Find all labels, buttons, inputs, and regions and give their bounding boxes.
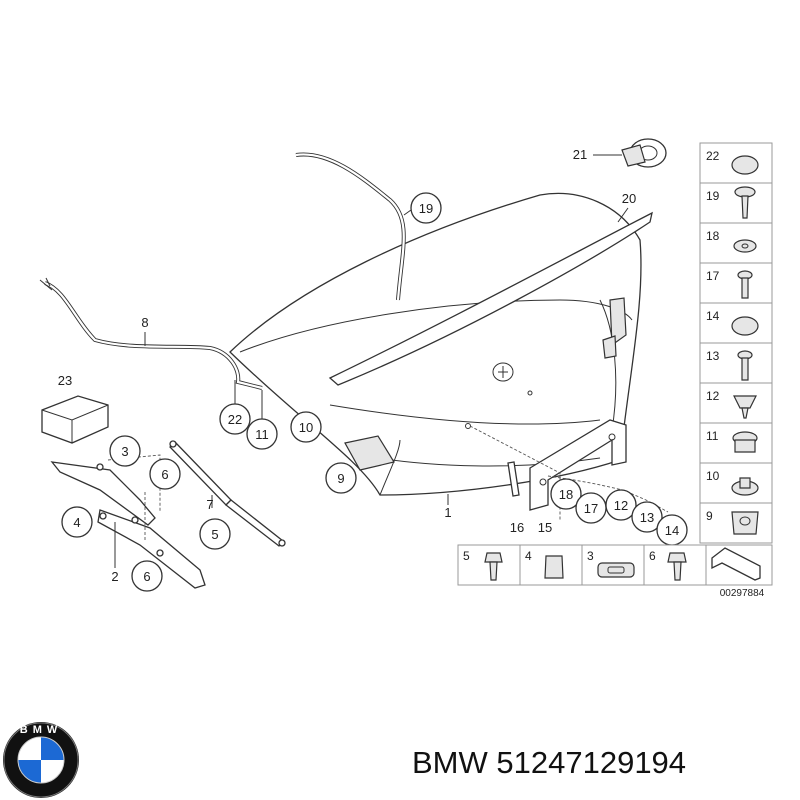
callout-2: 2 [111,569,118,584]
brand-name: BMW [412,745,488,780]
callout-10: 10 [290,411,322,443]
svg-text:19: 19 [419,201,433,216]
svg-text:6: 6 [161,467,168,482]
callout-20: 20 [622,191,636,206]
callout-9: 9 [325,462,357,494]
svg-text:13: 13 [706,349,720,363]
fastener-panel-bottom: 5 4 3 6 00297884 [457,544,773,599]
hinge-assembly [50,454,206,589]
callout-15: 15 [538,520,552,535]
callout-3: 3 [109,435,141,467]
reference-code: 00297884 [720,588,765,599]
svg-text:19: 19 [706,189,720,203]
fastener-panel-side: 22 19 18 17 14 13 12 11 10 9 [699,142,773,544]
callout-19: 19 [410,192,442,224]
svg-text:9: 9 [337,471,344,486]
callout-4: 4 [61,506,93,538]
svg-text:3: 3 [121,444,128,459]
callout-22: 22 [219,403,251,435]
callout-16: 16 [510,520,524,535]
svg-text:6: 6 [649,549,656,563]
gas-strut [169,440,286,547]
cable-8 [39,277,263,390]
svg-text:22: 22 [228,412,242,427]
svg-text:22: 22 [706,149,720,163]
part-number: 51247129194 [496,745,687,780]
svg-text:4: 4 [525,549,532,563]
svg-text:6: 6 [143,569,150,584]
svg-text:5: 5 [463,549,470,563]
rear-spoiler [328,211,653,386]
callout-8: 8 [141,315,148,330]
callout-6-lower: 6 [131,560,163,592]
callout-13: 13 [631,501,663,533]
callout-21: 21 [573,147,587,162]
svg-text:12: 12 [614,498,628,513]
callout-6-upper: 6 [149,458,181,490]
callout-7: 7 [206,497,213,512]
svg-text:14: 14 [665,523,679,538]
cable-19 [295,152,406,301]
svg-text:18: 18 [559,487,573,502]
callout-5: 5 [199,518,231,550]
svg-text:17: 17 [706,269,720,283]
panel-cell-12 [699,382,773,424]
panel-cell-13 [699,342,773,384]
orientation-arrow-icon [711,547,761,581]
svg-text:14: 14 [706,309,720,323]
svg-text:5: 5 [211,527,218,542]
callout-17: 17 [575,492,607,524]
callout-18: 18 [550,478,582,510]
seal-21 [621,138,667,168]
svg-text:11: 11 [706,429,719,443]
svg-text:9: 9 [706,509,713,523]
svg-text:3: 3 [587,549,594,563]
callout-23: 23 [58,373,72,388]
svg-text:10: 10 [706,469,720,483]
callout-11: 11 [246,418,278,450]
svg-text:12: 12 [706,389,720,403]
part-number-caption: BMW 51247129194 [412,745,686,781]
bmw-logo: BMW [3,722,79,798]
svg-text:18: 18 [706,229,720,243]
svg-text:4: 4 [73,515,80,530]
svg-text:13: 13 [640,510,654,525]
svg-text:17: 17 [584,501,598,516]
callout-1: 1 [444,505,451,520]
svg-text:10: 10 [299,420,313,435]
cover-part-23 [41,395,109,444]
callout-12: 12 [605,489,637,521]
svg-text:11: 11 [255,427,269,442]
svg-text:BMW: BMW [20,724,63,736]
callout-14: 14 [656,514,688,546]
panel-cell-5 [457,544,521,586]
